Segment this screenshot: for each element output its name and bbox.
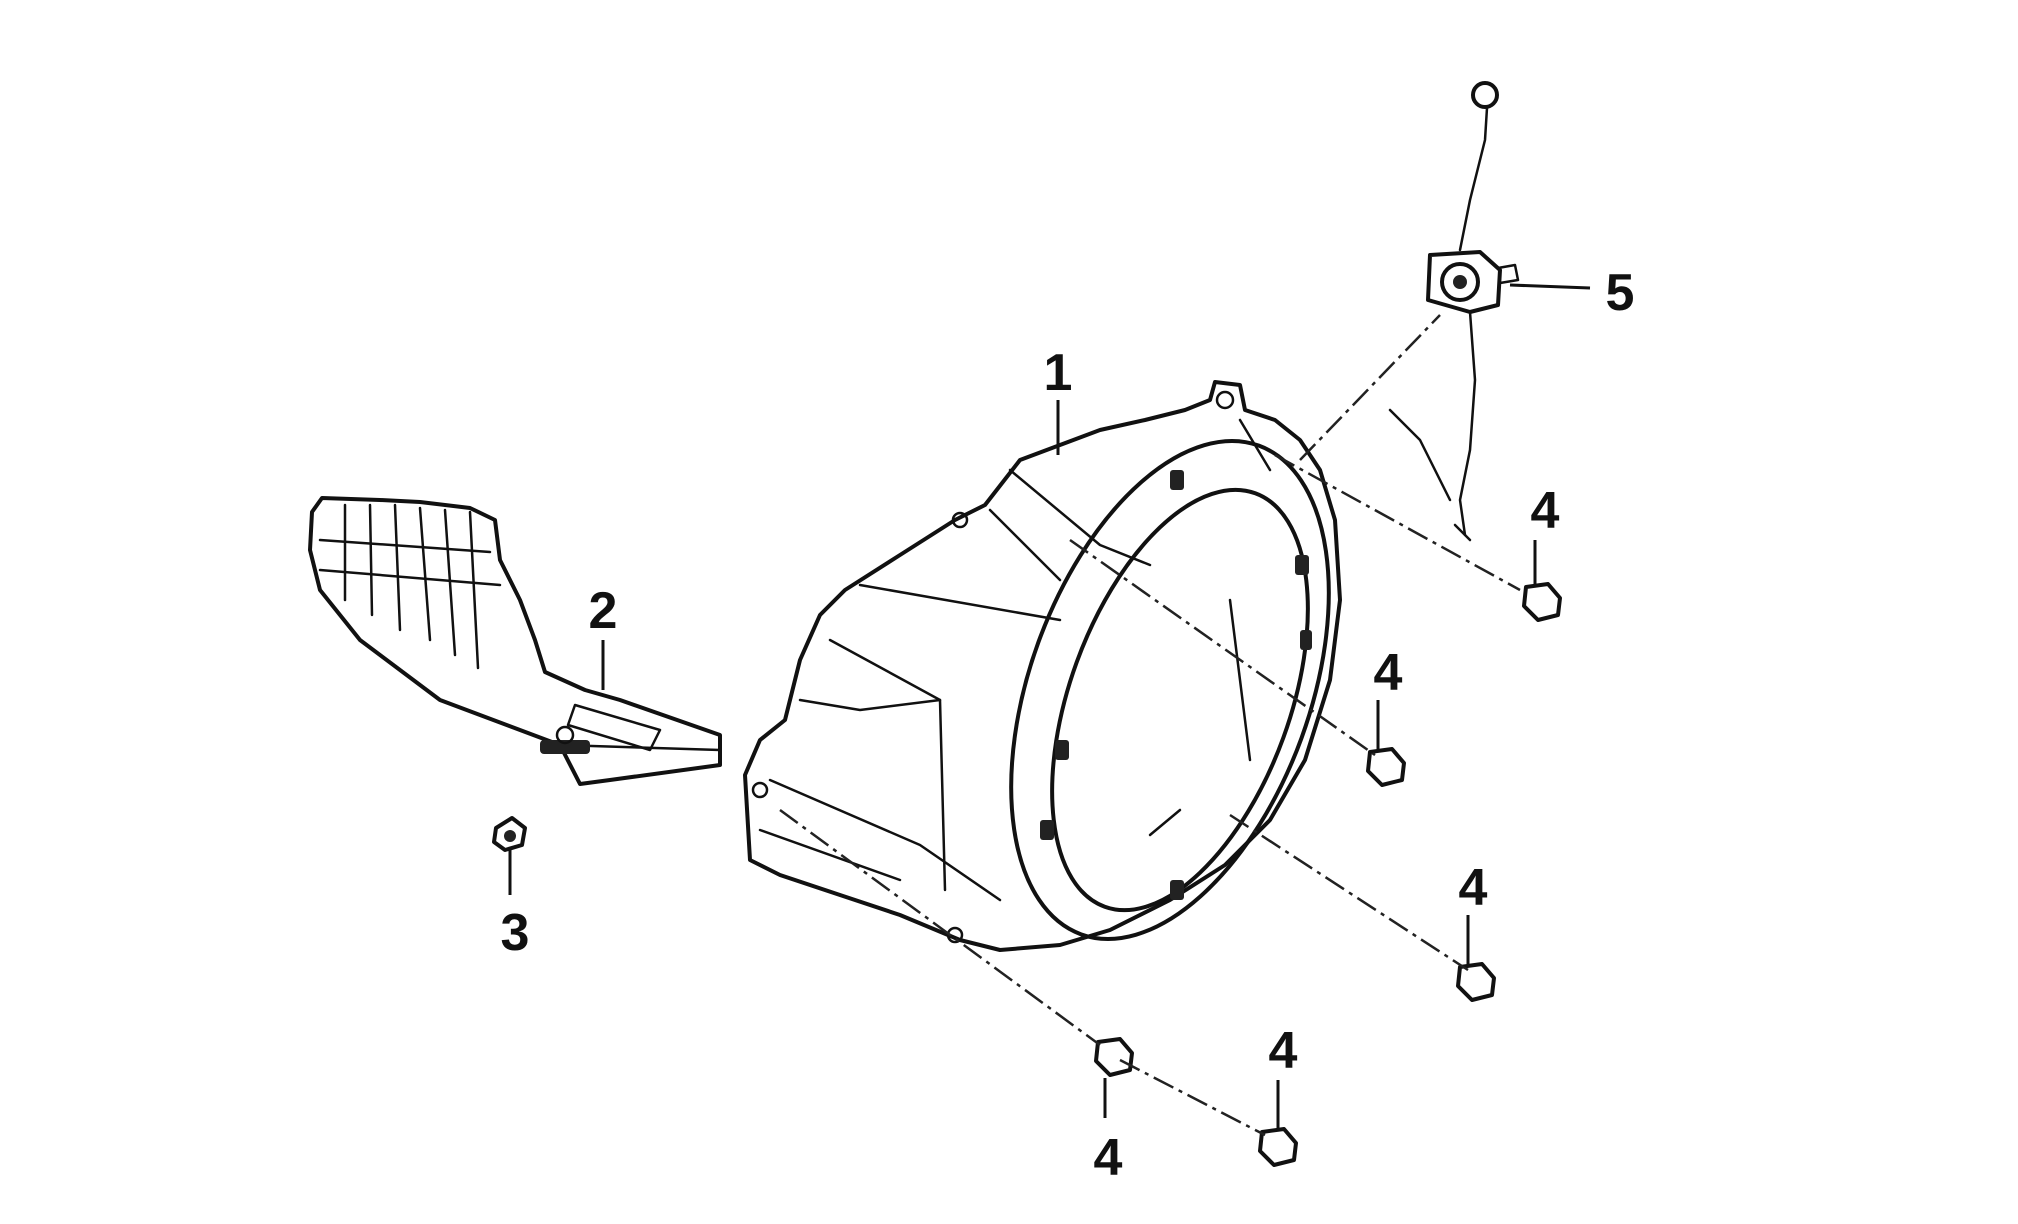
part-3-screw [492, 816, 527, 852]
callout-2: 2 [589, 582, 618, 640]
assembly-axis-lines [779, 314, 1521, 1137]
callout-leaders [508, 283, 1591, 1128]
callout-4-bottom: 4 [1269, 1022, 1298, 1080]
callout-labels: 1 2 3 4 4 4 4 4 5 [501, 264, 1635, 1187]
callout-3: 3 [501, 904, 530, 962]
part-4-nuts [1094, 582, 1562, 1167]
callout-4-top-right: 4 [1531, 482, 1560, 540]
callout-1: 1 [1044, 344, 1073, 402]
part-5-switch [1388, 81, 1520, 542]
callout-4-bottom-left: 4 [1094, 1129, 1123, 1187]
part-1-fan-cover [743, 380, 1342, 952]
callout-4-middle: 4 [1374, 644, 1403, 702]
callout-5: 5 [1606, 264, 1635, 322]
callout-4-lower-right: 4 [1459, 859, 1488, 917]
part-2-deflector [308, 496, 722, 786]
